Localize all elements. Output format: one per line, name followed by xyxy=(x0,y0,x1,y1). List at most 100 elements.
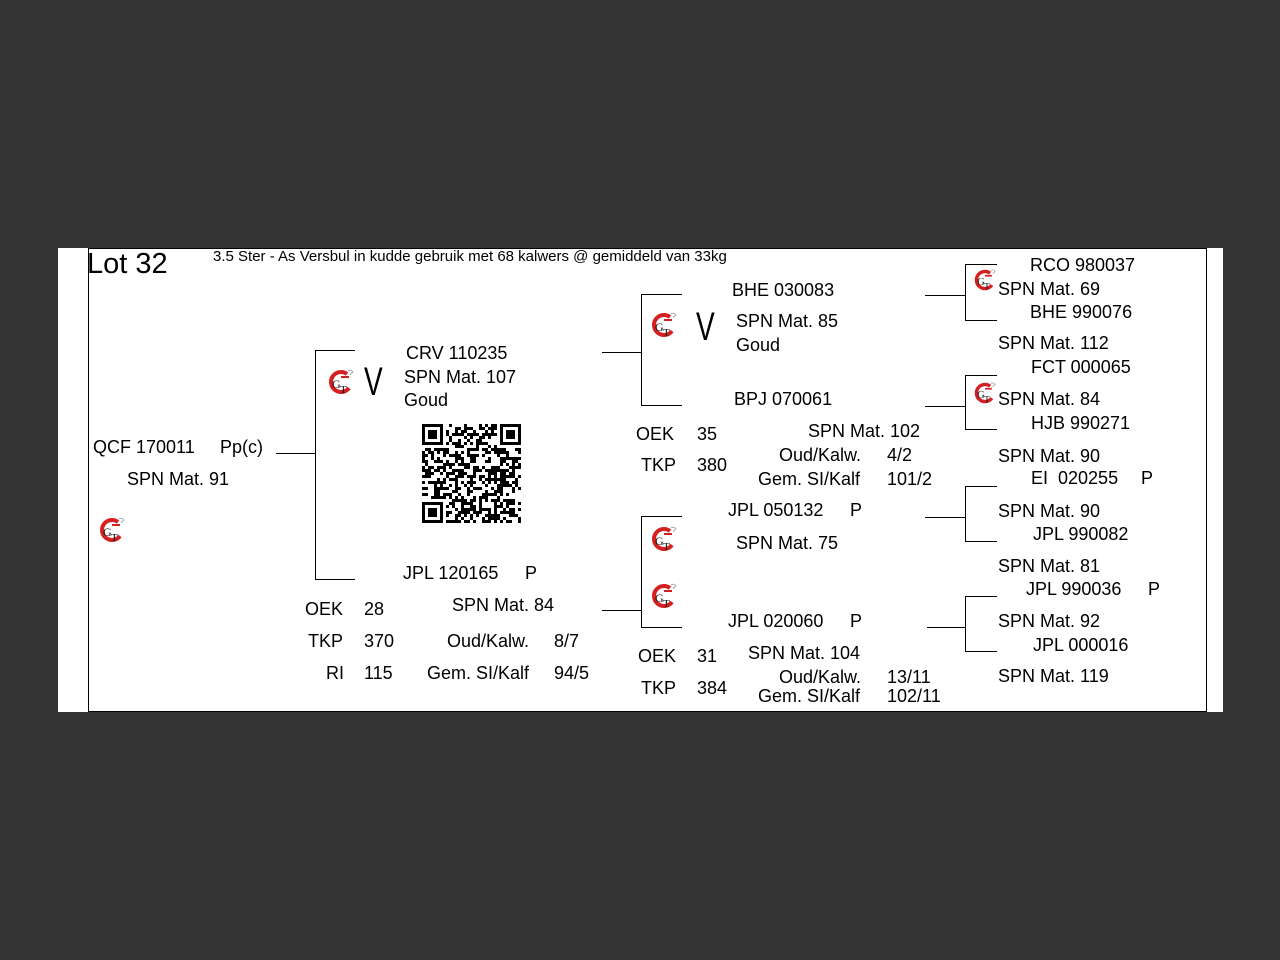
animal-mat: SPN Mat. 91 xyxy=(127,469,230,489)
gt-logo-icon xyxy=(973,381,997,405)
sd-oek-label: OEK xyxy=(636,424,675,444)
connector xyxy=(965,596,997,597)
connector xyxy=(965,320,997,321)
sd-dam-mat: SPN Mat. 90 xyxy=(998,446,1101,466)
dd-sire-tag: P xyxy=(1148,579,1161,599)
sire-ri: 115 xyxy=(364,663,393,683)
connector xyxy=(641,627,682,628)
dd-tkp: 384 xyxy=(697,678,728,698)
ss-mat: SPN Mat. 85 xyxy=(736,311,839,331)
gt-logo-icon xyxy=(650,582,678,610)
connector xyxy=(965,264,997,265)
dd-tag: P xyxy=(850,611,863,631)
ds-dam-id: JPL 990082 xyxy=(1033,524,1129,544)
connector xyxy=(927,627,965,628)
ss-sire-mat: SPN Mat. 69 xyxy=(998,279,1101,299)
connector xyxy=(641,294,642,405)
card-frame xyxy=(88,248,1207,712)
animal-id: QCF 170011 xyxy=(93,437,195,457)
sd-sire-id: FCT 000065 xyxy=(1031,357,1131,377)
sd-tkp-label: TKP xyxy=(641,455,677,475)
ss-dam-id: BHE 990076 xyxy=(1030,302,1133,322)
dd-tkp-label: TKP xyxy=(641,678,677,698)
dd-oud: 13/11 xyxy=(887,667,931,687)
connector xyxy=(315,350,316,579)
lot-subtitle: 3.5 Ster - As Versbul in kudde gebruik m… xyxy=(213,248,727,265)
sire-tkp-label: TKP xyxy=(308,631,344,651)
connector xyxy=(965,541,997,542)
gt-logo-icon xyxy=(973,268,997,292)
connector xyxy=(925,295,965,296)
sd-dam-id: HJB 990271 xyxy=(1031,413,1131,433)
ds-sire-tag: P xyxy=(1141,468,1154,488)
ss-id: BHE 030083 xyxy=(732,280,835,300)
lot-title: Lot 32 xyxy=(87,248,168,280)
connector xyxy=(965,264,966,320)
ds-tag: P xyxy=(850,500,863,520)
connector xyxy=(641,516,682,517)
ds-dam-mat: SPN Mat. 81 xyxy=(998,556,1101,576)
sd-gem: 101/2 xyxy=(887,469,933,489)
connector xyxy=(965,486,966,541)
connector xyxy=(641,294,682,295)
sire-gem-label: Gem. SI/Kalf xyxy=(427,663,530,683)
qr-code xyxy=(422,424,521,523)
sd-mat: SPN Mat. 102 xyxy=(808,421,921,441)
sire-oek-label: OEK xyxy=(305,599,344,619)
connector xyxy=(965,375,997,376)
sire-oek: 28 xyxy=(364,599,385,619)
sd-id: BPJ 070061 xyxy=(734,389,833,409)
sire-gem: 94/5 xyxy=(554,663,590,683)
dd-oek: 31 xyxy=(697,646,718,666)
sire-mat: SPN Mat. 107 xyxy=(404,367,517,387)
gt-logo-icon xyxy=(327,368,355,396)
connector xyxy=(276,453,315,454)
sire-tkp: 370 xyxy=(364,631,395,651)
connector xyxy=(602,610,641,611)
sire-mark: V xyxy=(364,360,383,404)
dd-oud-label: Oud/Kalw. xyxy=(779,667,862,687)
sd-tkp: 380 xyxy=(697,455,728,475)
dd-sire-id: JPL 990036 xyxy=(1026,579,1122,599)
dd-gem: 102/11 xyxy=(887,686,941,706)
gt-logo-icon xyxy=(650,525,678,553)
connector xyxy=(315,350,355,351)
connector xyxy=(315,579,355,580)
connector xyxy=(641,516,642,627)
animal-tag: Pp(c) xyxy=(220,437,264,457)
connector xyxy=(965,486,997,487)
connector xyxy=(965,651,997,652)
sd-gem-label: Gem. SI/Kalf xyxy=(758,469,861,489)
gt-logo-icon xyxy=(650,311,678,339)
sire-oud: 8/7 xyxy=(554,631,580,651)
sd-sire-mat: SPN Mat. 84 xyxy=(998,389,1101,409)
ss-mark: V xyxy=(696,305,715,349)
dam-id: JPL 120165 xyxy=(403,563,499,583)
dd-mat: SPN Mat. 104 xyxy=(748,643,861,663)
sd-oud-label: Oud/Kalw. xyxy=(779,445,862,465)
sire-grade: Goud xyxy=(404,390,449,410)
dd-gem-label: Gem. SI/Kalf xyxy=(758,686,861,706)
connector xyxy=(602,352,641,353)
connector xyxy=(965,596,966,651)
dam-tag: P xyxy=(525,563,538,583)
sd-oud: 4/2 xyxy=(887,445,913,465)
gt-logo-icon xyxy=(98,516,126,544)
ss-grade: Goud xyxy=(736,335,781,355)
ss-dam-mat: SPN Mat. 112 xyxy=(998,333,1109,353)
dd-sire-mat: SPN Mat. 92 xyxy=(998,611,1101,631)
ds-id: JPL 050132 xyxy=(728,500,824,520)
connector xyxy=(925,517,965,518)
connector xyxy=(965,375,966,429)
dd-dam-id: JPL 000016 xyxy=(1033,635,1129,655)
ds-sire-mat: SPN Mat. 90 xyxy=(998,501,1101,521)
connector xyxy=(965,429,997,430)
pedigree-card: Lot 32 3.5 Ster - As Versbul in kudde ge… xyxy=(58,248,1223,712)
sire-dam-mat: SPN Mat. 84 xyxy=(452,595,555,615)
ds-sire-id: EI 020255 xyxy=(1031,468,1119,488)
sire-oud-label: Oud/Kalw. xyxy=(447,631,530,651)
sire-id: CRV 110235 xyxy=(406,343,508,363)
ss-sire-id: RCO 980037 xyxy=(1030,255,1136,275)
connector xyxy=(641,405,682,406)
ds-mat: SPN Mat. 75 xyxy=(736,533,839,553)
